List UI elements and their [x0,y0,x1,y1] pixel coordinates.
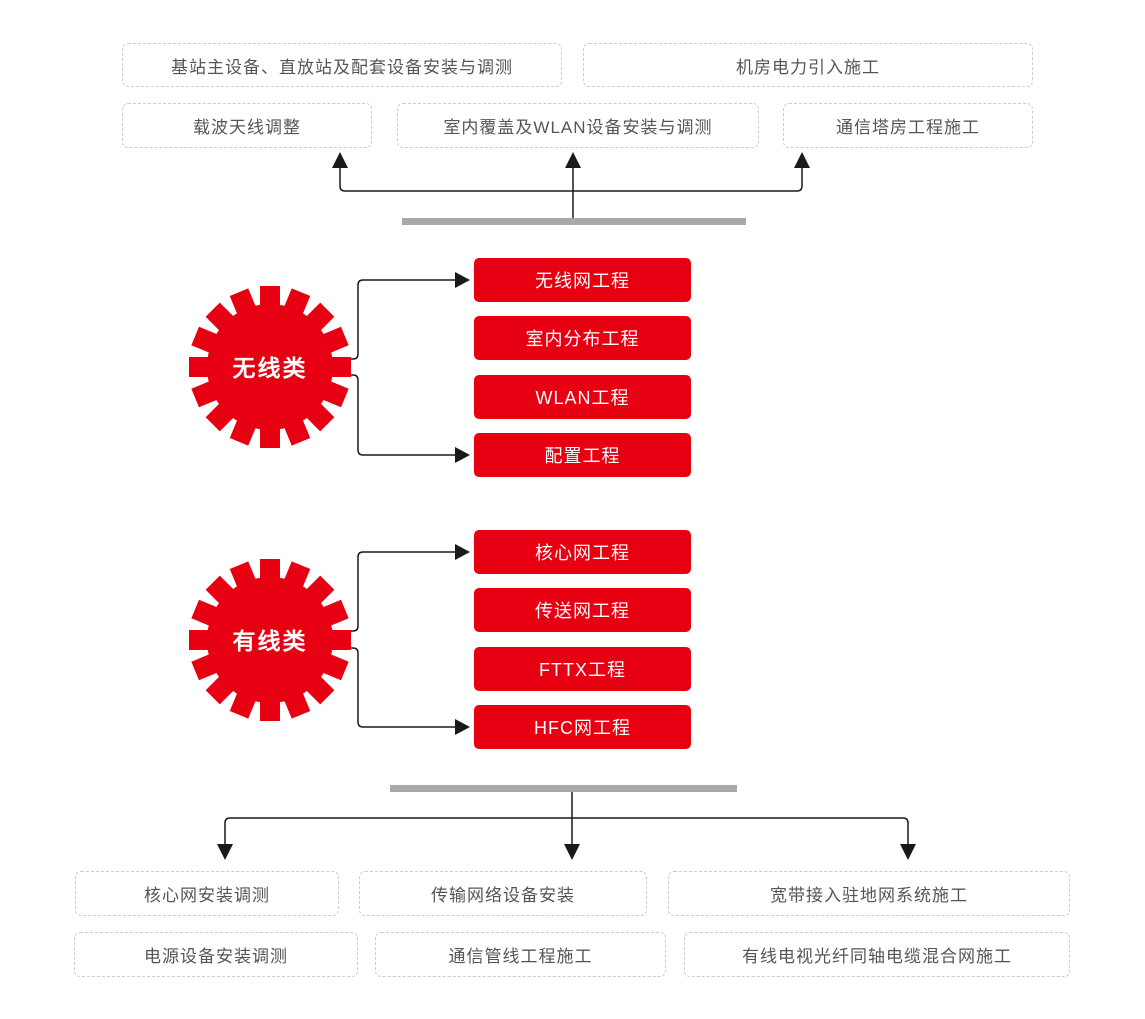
bottom-branch-line [224,817,909,850]
wireless-upper-link [347,279,457,360]
project-box-hfc: HFC网工程 [474,705,691,749]
wired-gear-label: 有线类 [233,628,308,654]
gear-teeth [189,559,351,721]
project-box-transport-network: 传送网工程 [474,588,691,632]
arrow-down-right-icon [900,844,916,860]
arrow-right-wireless-bottom-icon [455,447,470,463]
wireless-gear-icon: 无线类 [189,286,351,448]
top-divider-bar [402,218,746,225]
project-box-fttx: FTTX工程 [474,647,691,691]
task-box-catv-hybrid: 有线电视光纤同轴电缆混合网施工 [684,932,1070,977]
task-box-indoor-wlan: 室内覆盖及WLAN设备安装与调测 [397,103,759,148]
arrow-down-center-icon [564,844,580,860]
arrow-right-wired-top-icon [455,544,470,560]
task-box-power-equipment: 电源设备安装调测 [74,932,358,977]
task-box-base-station: 基站主设备、直放站及配套设备安装与调测 [122,43,562,87]
task-box-transmission-install: 传输网络设备安装 [359,871,647,916]
wireless-lower-link [347,374,457,456]
arrow-down-left-icon [217,844,233,860]
gear-teeth [189,286,351,448]
arrow-right-wired-bottom-icon [455,719,470,735]
project-box-indoor-distribution: 室内分布工程 [474,316,691,360]
project-box-wireless-network: 无线网工程 [474,258,691,302]
task-box-broadband-access: 宽带接入驻地网系统施工 [668,871,1070,916]
project-box-wlan: WLAN工程 [474,375,691,419]
project-box-configuration: 配置工程 [474,433,691,477]
task-box-core-install: 核心网安装调测 [75,871,339,916]
task-box-tower-room: 通信塔房工程施工 [783,103,1033,148]
task-box-power-intro: 机房电力引入施工 [583,43,1033,87]
bottom-divider-bar [390,785,737,792]
wireless-gear-label: 无线类 [233,355,308,381]
wired-upper-link [347,551,457,632]
arrow-right-wireless-top-icon [455,272,470,288]
task-box-carrier-antenna: 载波天线调整 [122,103,372,148]
arrow-up-center-icon [565,152,581,168]
arrow-up-right-icon [794,152,810,168]
wired-gear-icon: 有线类 [189,559,351,721]
wired-lower-link [347,647,457,728]
arrow-up-left-icon [332,152,348,168]
task-box-pipeline: 通信管线工程施工 [375,932,666,977]
project-box-core-network: 核心网工程 [474,530,691,574]
top-branch-line [339,160,803,192]
